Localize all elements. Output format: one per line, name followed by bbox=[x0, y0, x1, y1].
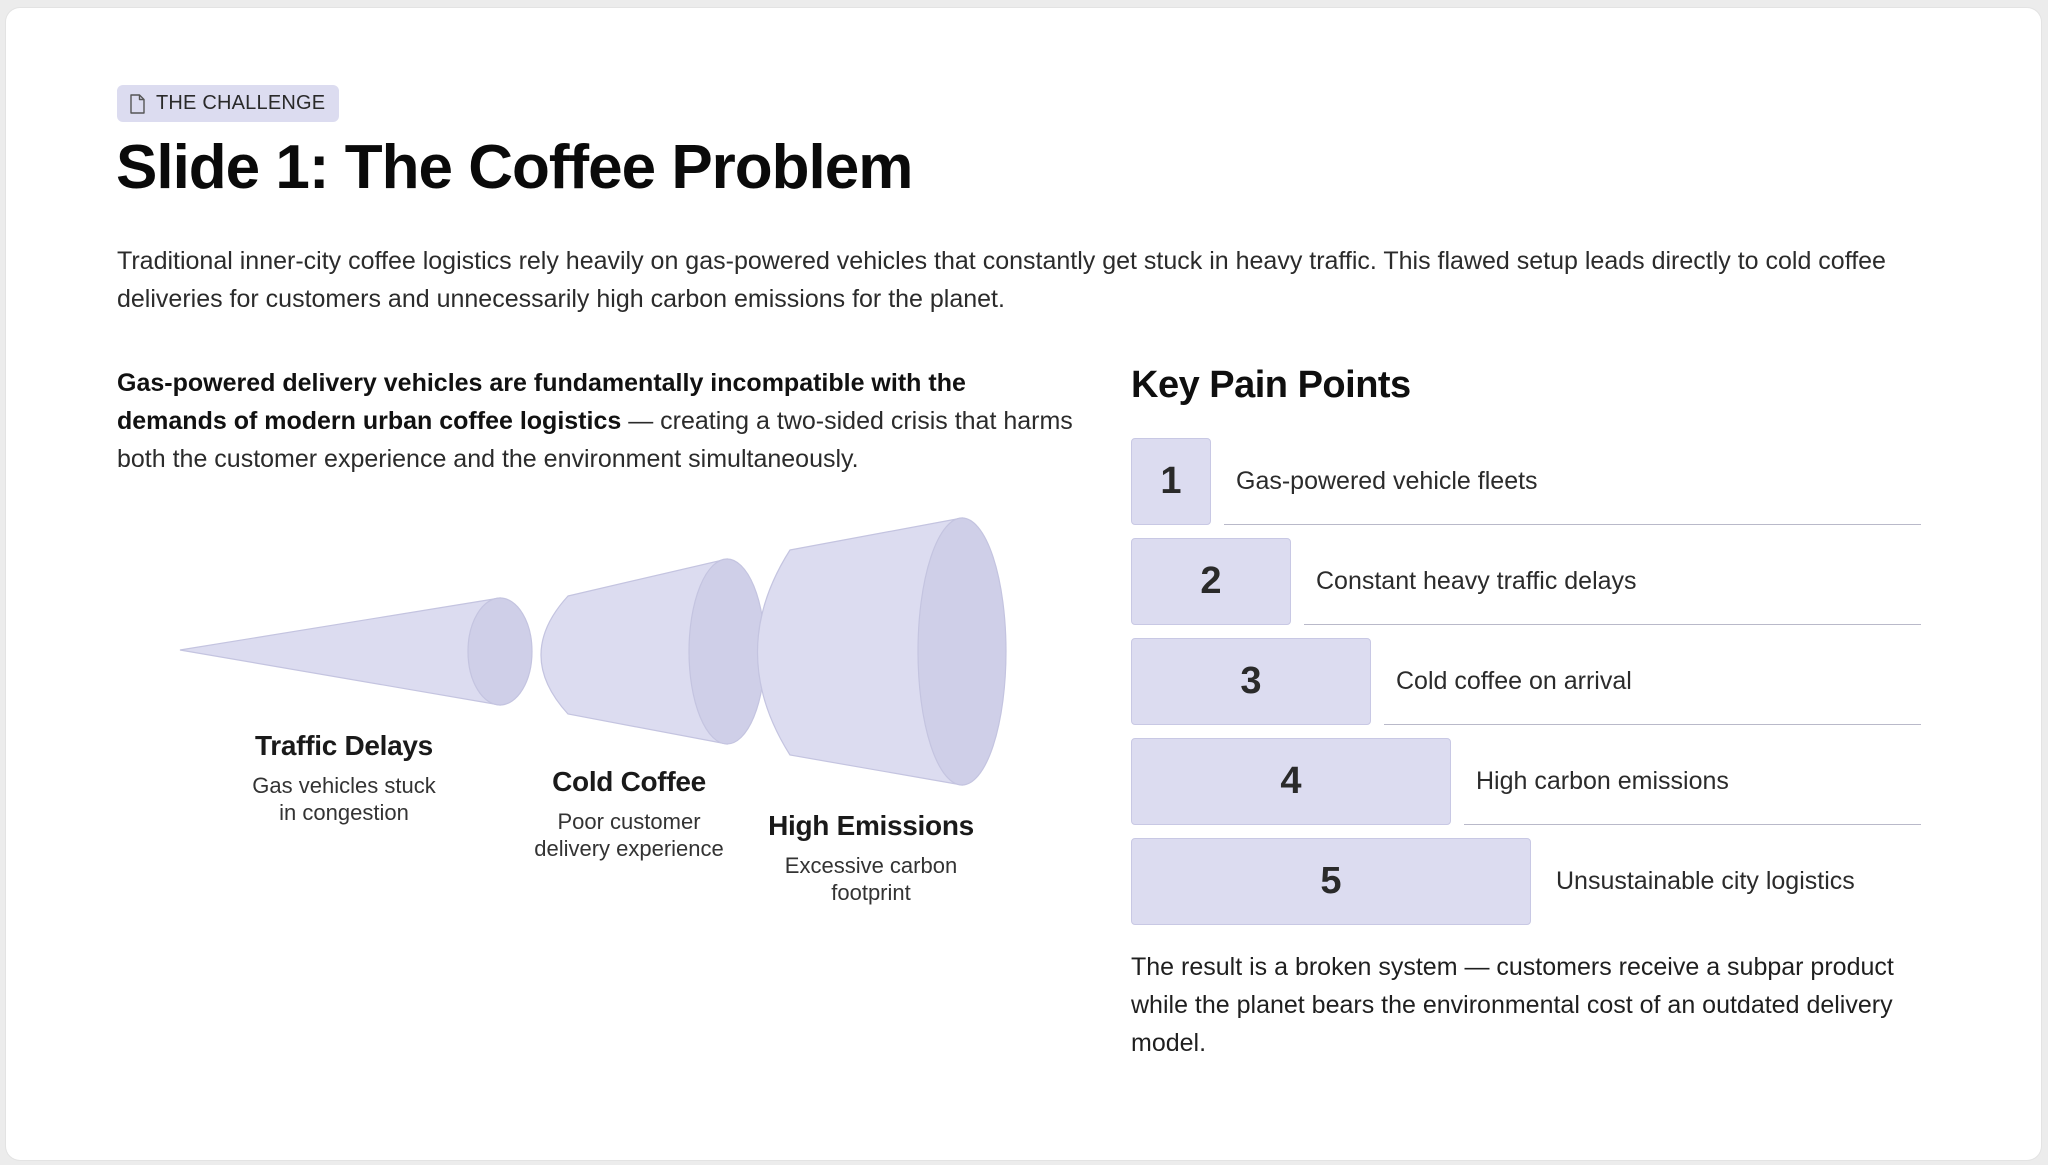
slide-card bbox=[6, 8, 2041, 1160]
pain-point-item: 4 High carbon emissions bbox=[1131, 738, 1921, 825]
pain-point-label: Constant heavy traffic delays bbox=[1316, 567, 1637, 595]
pain-point-item: 2 Constant heavy traffic delays bbox=[1131, 538, 1921, 625]
stage-title: Cold Coffee bbox=[552, 766, 706, 797]
funnel-diagram bbox=[179, 517, 1007, 786]
pain-point-number: 5 bbox=[1131, 838, 1531, 925]
section-badge-label: THE CHALLENGE bbox=[156, 92, 326, 114]
funnel-segment-3 bbox=[756, 517, 1007, 786]
pain-point-label: Cold coffee on arrival bbox=[1396, 667, 1632, 695]
pain-point-label: Gas-powered vehicle fleets bbox=[1236, 467, 1538, 495]
pain-point-divider bbox=[1384, 724, 1921, 725]
pain-point-item: 3 Cold coffee on arrival bbox=[1131, 638, 1921, 725]
intro-paragraph: Traditional inner-city coffee logistics … bbox=[117, 247, 1886, 313]
pain-point-number: 1 bbox=[1131, 438, 1211, 525]
pain-point-item: 1 Gas-powered vehicle fleets bbox=[1131, 438, 1921, 525]
stage-title: Traffic Delays bbox=[255, 730, 433, 761]
stage-desc-line: Poor customer bbox=[557, 809, 701, 834]
stage-desc-line: Excessive carbon bbox=[784, 853, 958, 878]
pain-point-divider bbox=[1224, 524, 1921, 525]
stage-desc: Excessive carbon footprint bbox=[751, 852, 991, 906]
conclusion-paragraph: The result is a broken system — customer… bbox=[1131, 953, 1894, 1057]
pain-point-item: 5 Unsustainable city logistics bbox=[1131, 838, 1921, 925]
pain-point-divider bbox=[1464, 824, 1921, 825]
pain-points-heading: Key Pain Points bbox=[1131, 364, 1411, 406]
lead-rest-text: — creating a two-sided crisis that harms… bbox=[117, 407, 1073, 473]
stage-desc-line: delivery experience bbox=[534, 836, 724, 861]
funnel-stage-high-emissions: High Emissions Excessive carbon footprin… bbox=[751, 810, 991, 906]
stage-desc-line: footprint bbox=[831, 880, 911, 905]
stage-desc-line: Gas vehicles stuck bbox=[252, 773, 436, 798]
funnel-segment-1 bbox=[179, 597, 533, 706]
pain-point-label: High carbon emissions bbox=[1476, 767, 1729, 795]
stage-desc-line: in congestion bbox=[279, 800, 409, 825]
pain-point-number: 4 bbox=[1131, 738, 1451, 825]
lead-paragraph: Gas-powered delivery vehicles are fundam… bbox=[117, 364, 1077, 478]
section-badge: THE CHALLENGE bbox=[117, 85, 340, 122]
pain-point-number: 3 bbox=[1131, 638, 1371, 725]
pain-point-label: Unsustainable city logistics bbox=[1556, 867, 1855, 895]
page-title: Slide 1: The Coffee Problem bbox=[116, 133, 913, 202]
pain-point-divider bbox=[1304, 624, 1921, 625]
funnel-stage-traffic-delays: Traffic Delays Gas vehicles stuck in con… bbox=[224, 730, 464, 826]
stage-desc: Poor customer delivery experience bbox=[509, 808, 749, 862]
pain-point-number: 2 bbox=[1131, 538, 1291, 625]
document-icon bbox=[130, 93, 145, 114]
stage-title: High Emissions bbox=[768, 810, 974, 841]
stage-desc: Gas vehicles stuck in congestion bbox=[224, 772, 464, 826]
funnel-stage-cold-coffee: Cold Coffee Poor customer delivery exper… bbox=[509, 766, 749, 862]
funnel-segment-2 bbox=[540, 558, 766, 745]
lead-bold-text: Gas-powered delivery vehicles are fundam… bbox=[117, 369, 966, 435]
